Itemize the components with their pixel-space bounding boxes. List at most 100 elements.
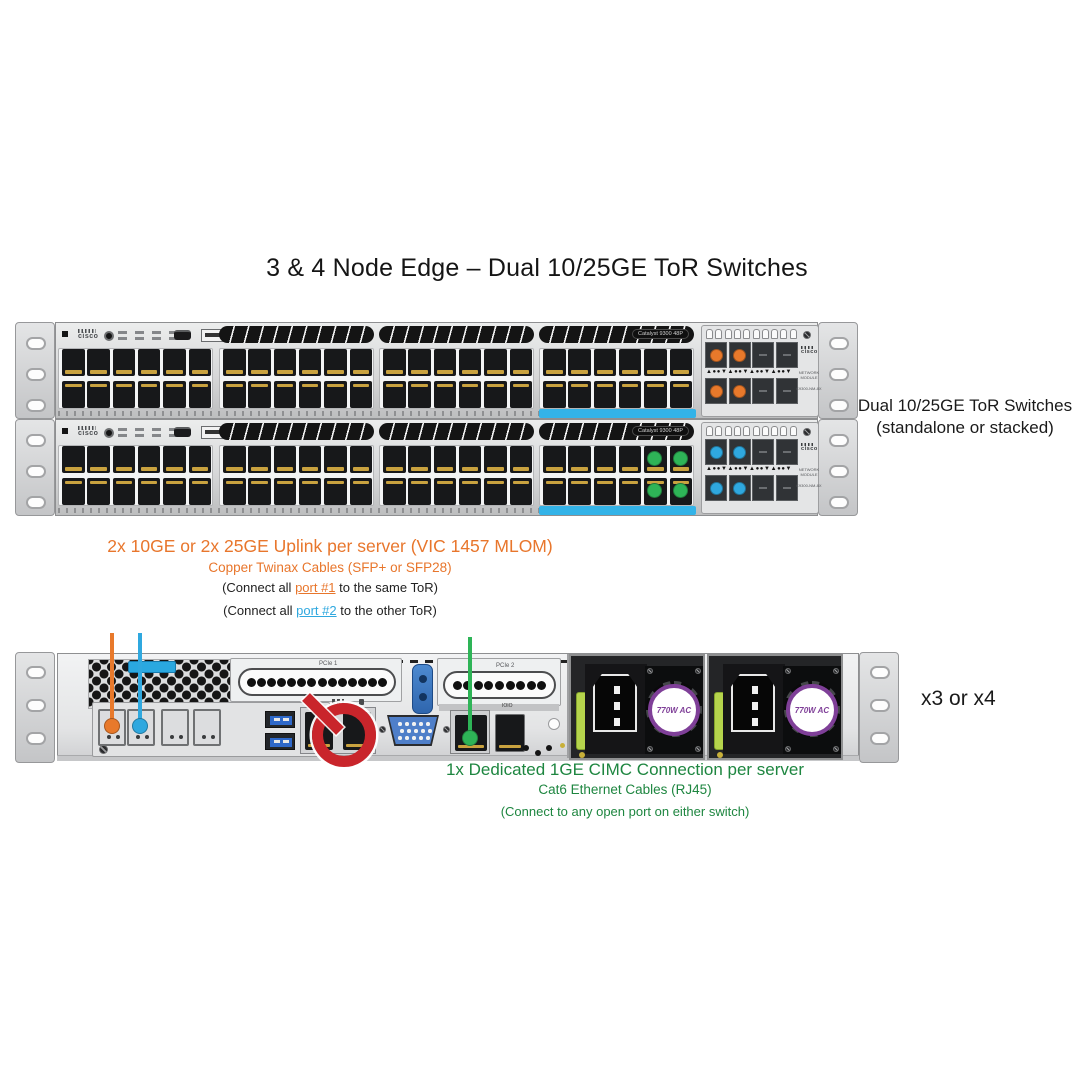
mode-button[interactable] (104, 428, 114, 438)
rj45-port[interactable] (644, 349, 667, 376)
rj45-port[interactable] (593, 381, 617, 408)
rj45-port[interactable] (273, 446, 297, 473)
port2-link[interactable]: port #2 (296, 603, 337, 618)
rj45-port[interactable] (433, 446, 457, 473)
rj45-port[interactable] (543, 381, 566, 408)
rj45-port[interactable] (349, 478, 372, 505)
rj45-port[interactable] (163, 478, 186, 505)
rj45-port[interactable] (593, 446, 617, 473)
rj45-port[interactable] (458, 381, 482, 408)
rj45-port[interactable] (458, 478, 482, 505)
rj45-port[interactable] (324, 446, 347, 473)
rj45-port[interactable] (62, 381, 85, 408)
rj45-port[interactable] (383, 446, 406, 473)
rj45-port[interactable] (248, 349, 271, 376)
rj45-port[interactable] (484, 381, 507, 408)
rj45-port[interactable] (383, 381, 406, 408)
rj45-port[interactable] (298, 349, 322, 376)
rj45-port[interactable] (568, 349, 591, 376)
vic-sfp-port-3[interactable] (161, 709, 189, 746)
rj45-port[interactable] (543, 478, 566, 505)
sfp-uplink-port[interactable] (728, 342, 751, 368)
rj45-port[interactable] (163, 446, 186, 473)
rj45-port[interactable] (484, 349, 507, 376)
sfp-uplink-port[interactable] (775, 342, 798, 368)
rj45-port[interactable] (593, 349, 617, 376)
rj45-port[interactable] (509, 446, 532, 473)
rj45-port[interactable] (248, 446, 271, 473)
sfp-uplink-port[interactable] (728, 378, 751, 404)
sfp-uplink-port[interactable] (728, 439, 751, 465)
rj45-port[interactable] (112, 349, 136, 376)
rj45-port[interactable] (112, 381, 136, 408)
vga-port[interactable] (389, 717, 437, 744)
rj45-port[interactable] (349, 381, 372, 408)
rj45-port[interactable] (618, 478, 642, 505)
usb3-port[interactable] (265, 711, 295, 728)
sfp-uplink-port[interactable] (775, 439, 798, 465)
rj45-port[interactable] (433, 381, 457, 408)
rj45-port[interactable] (618, 349, 642, 376)
rj45-port[interactable] (163, 349, 186, 376)
rj45-port[interactable] (188, 381, 211, 408)
rj45-port[interactable] (223, 349, 246, 376)
rj45-port[interactable] (349, 446, 372, 473)
rj45-port[interactable] (568, 478, 591, 505)
rj45-port[interactable] (509, 349, 532, 376)
sfp-uplink-port[interactable] (705, 342, 727, 368)
rj45-port[interactable] (298, 446, 322, 473)
rj45-port[interactable] (509, 478, 532, 505)
rj45-port[interactable] (87, 446, 110, 473)
rj45-port[interactable] (273, 381, 297, 408)
rj45-port[interactable] (87, 478, 110, 505)
rj45-port[interactable] (433, 478, 457, 505)
rj45-port[interactable] (618, 446, 642, 473)
rj45-port[interactable] (484, 478, 507, 505)
rj45-port[interactable] (408, 446, 431, 473)
rj45-port[interactable] (87, 381, 110, 408)
rj45-port[interactable] (273, 349, 297, 376)
rj45-port[interactable] (618, 381, 642, 408)
power-inlet-c14[interactable] (593, 674, 637, 732)
sfp-uplink-port[interactable] (705, 475, 727, 501)
rj45-port[interactable] (62, 349, 85, 376)
sfp-uplink-port[interactable] (775, 378, 798, 404)
sfp-uplink-port[interactable] (705, 439, 727, 465)
rj45-port[interactable] (644, 381, 667, 408)
rj45-port[interactable] (543, 349, 566, 376)
rj45-port[interactable] (458, 349, 482, 376)
pcie-blue-latch[interactable] (412, 664, 433, 714)
rj45-port[interactable] (509, 381, 532, 408)
sfp-uplink-port[interactable] (752, 342, 774, 368)
rj45-port[interactable] (273, 478, 297, 505)
rj45-port[interactable] (112, 446, 136, 473)
rj45-port[interactable] (383, 478, 406, 505)
sfp-uplink-port[interactable] (775, 475, 798, 501)
rj45-port[interactable] (324, 478, 347, 505)
rj45-port[interactable] (408, 478, 431, 505)
rj45-port[interactable] (408, 349, 431, 376)
rj45-port[interactable] (62, 478, 85, 505)
power-inlet-c14[interactable] (731, 674, 775, 732)
rj45-port[interactable] (112, 478, 136, 505)
rj45-port[interactable] (248, 381, 271, 408)
rj45-port[interactable] (324, 381, 347, 408)
rj45-port[interactable] (163, 381, 186, 408)
rj45-port[interactable] (298, 478, 322, 505)
sfp-uplink-port[interactable] (752, 439, 774, 465)
rj45-port[interactable] (433, 349, 457, 376)
rj45-port[interactable] (324, 349, 347, 376)
rj45-port[interactable] (568, 381, 591, 408)
rj45-port[interactable] (383, 349, 406, 376)
sfp-uplink-port[interactable] (705, 378, 727, 404)
rj45-port[interactable] (669, 349, 692, 376)
rj45-port[interactable] (137, 478, 161, 505)
rj45-port[interactable] (87, 349, 110, 376)
console-miniusb-port[interactable] (174, 330, 191, 340)
rj45-port[interactable] (458, 446, 482, 473)
rj45-port-2[interactable] (495, 714, 525, 752)
mode-button[interactable] (104, 331, 114, 341)
usb3-port[interactable] (265, 733, 295, 750)
sfp-uplink-port[interactable] (728, 475, 751, 501)
rj45-port[interactable] (248, 478, 271, 505)
